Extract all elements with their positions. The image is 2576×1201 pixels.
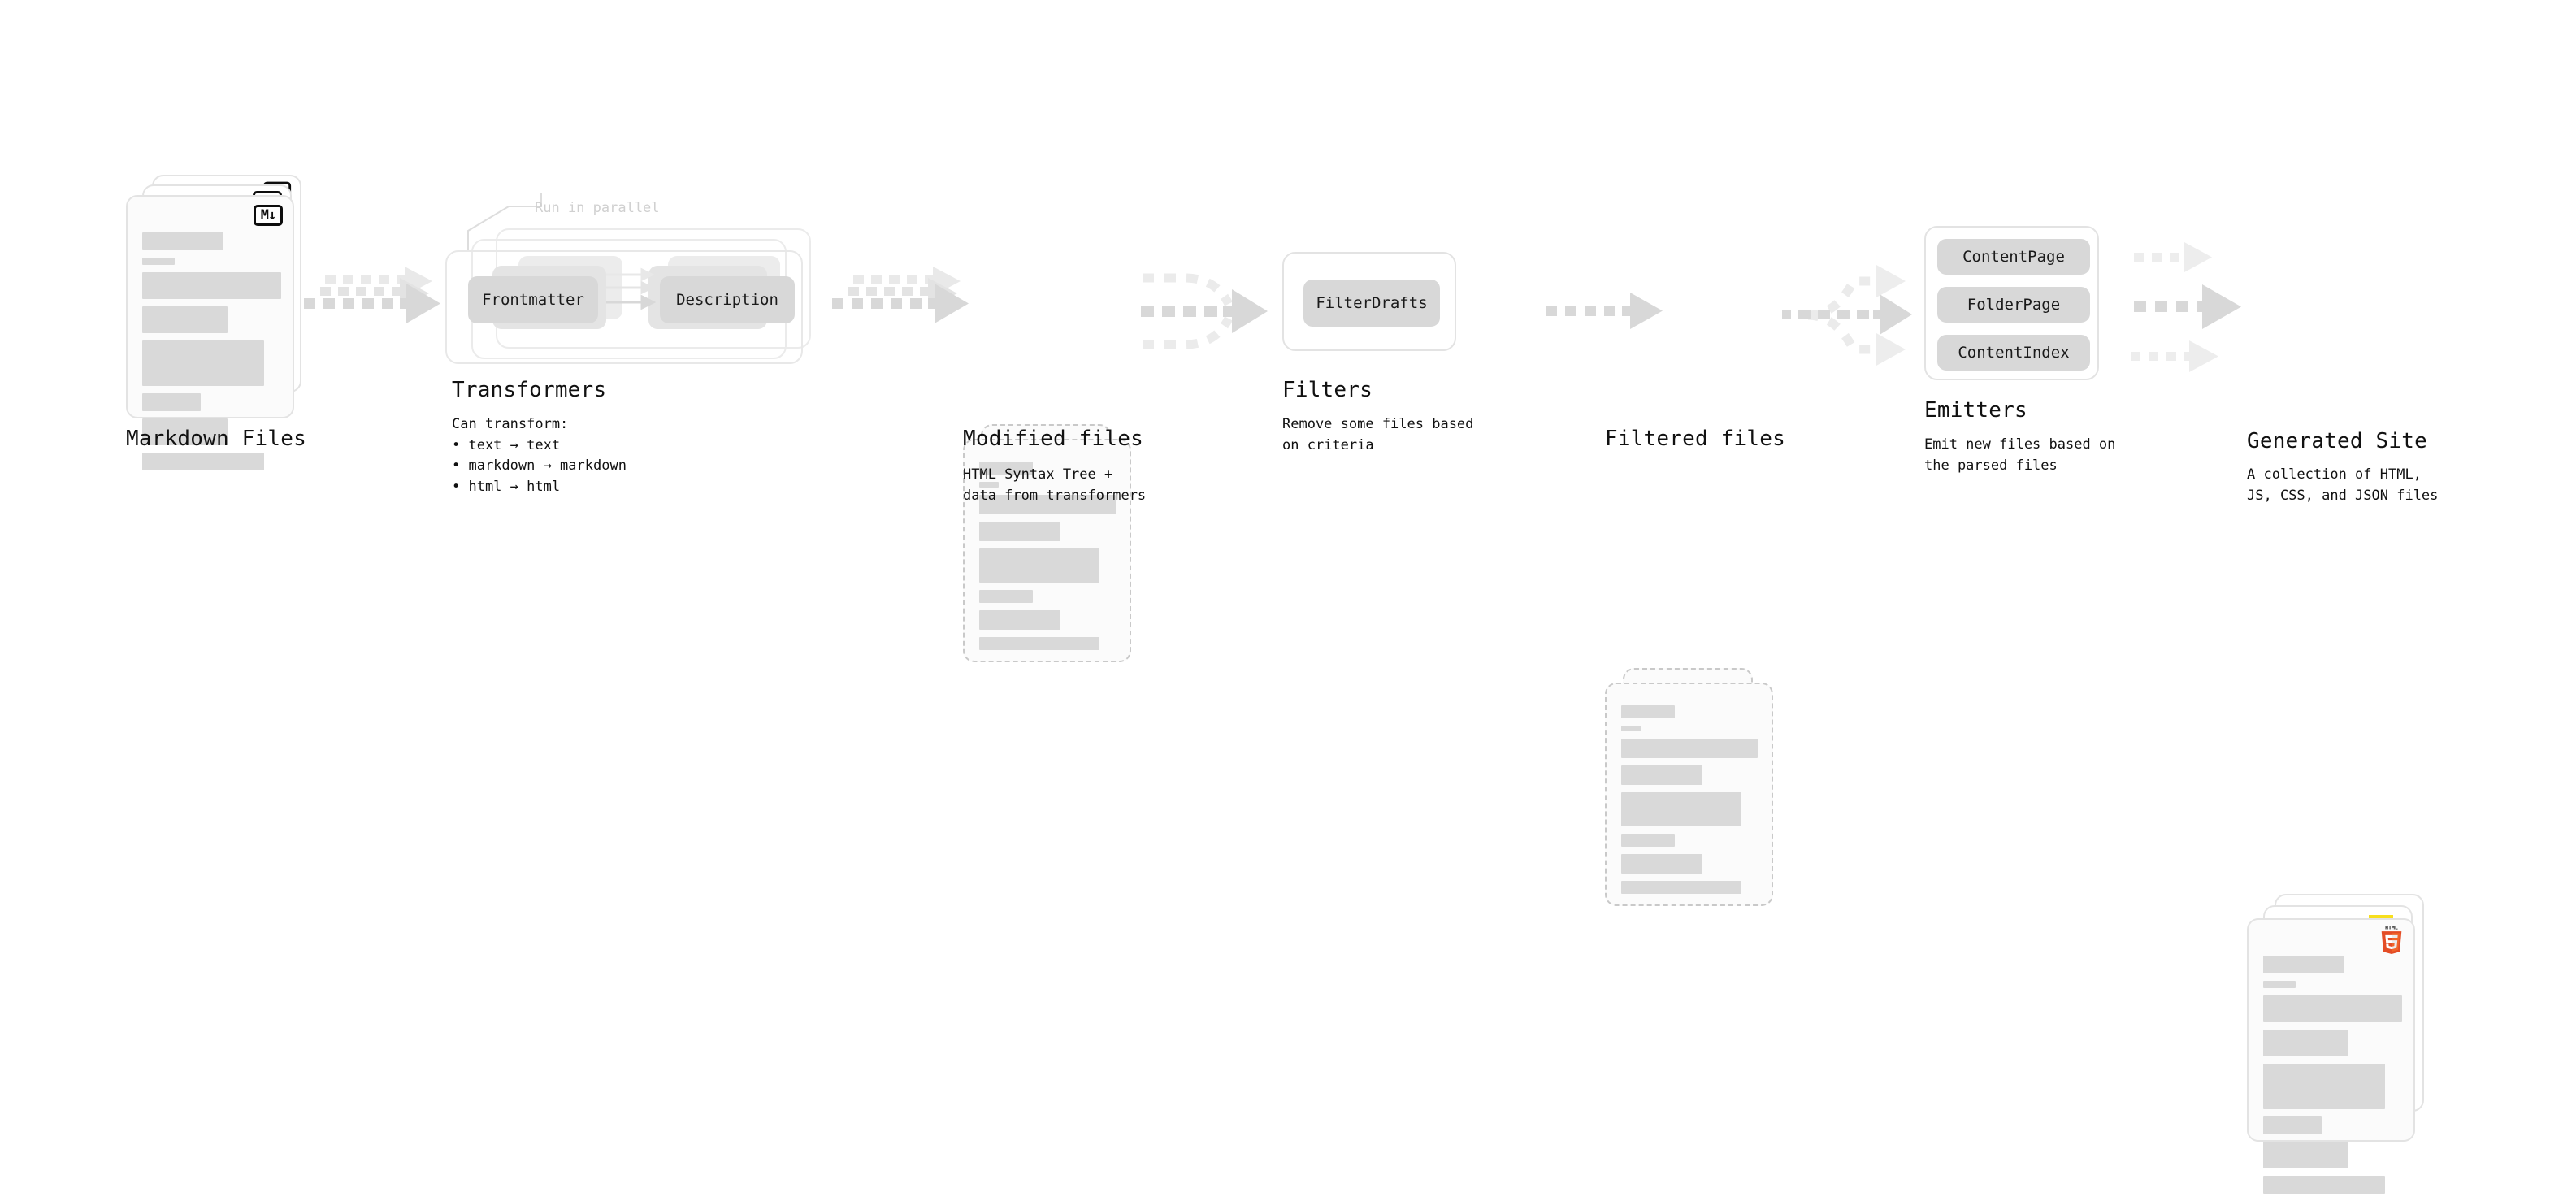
arrow-modified-to-filters xyxy=(1141,273,1268,349)
label-filters: Filters xyxy=(1282,378,1373,402)
arrow-transformers-to-modified xyxy=(832,267,969,323)
arrow-markdown-to-transformers xyxy=(304,267,440,323)
desc-modified-files: HTML Syntax Tree + data from transformer… xyxy=(963,466,1147,504)
modified-file-content-placeholder xyxy=(979,462,1116,657)
chip-frontmatter[interactable]: Frontmatter xyxy=(468,276,598,323)
transformer-layer-front xyxy=(445,250,803,364)
desc-emitters: Emit new files based on the parsed files xyxy=(1924,436,2116,474)
label-markdown-files: Markdown Files xyxy=(126,427,306,451)
stage-markdown-files: M↓ M↓ M↓ xyxy=(126,175,313,470)
filtered-file-card-front xyxy=(1605,683,1773,906)
transformer-inner-arrows xyxy=(606,267,657,310)
file-content-placeholder xyxy=(142,232,281,478)
html5-icon: HTML xyxy=(2381,925,2402,955)
site-file-card-html: HTML xyxy=(2247,918,2415,1194)
stage-filtered-files xyxy=(1605,668,1792,912)
run-in-parallel-label: Run in parallel xyxy=(535,200,660,216)
label-modified-files: Modified files xyxy=(963,427,1143,451)
modified-file-card-front xyxy=(963,439,1131,662)
file-card-front: M↓ xyxy=(126,195,294,470)
chip-folderpage[interactable]: FolderPage xyxy=(1937,287,2090,323)
label-generated-site: Generated Site xyxy=(2247,429,2427,453)
chip-filterdrafts[interactable]: FilterDrafts xyxy=(1303,280,1440,327)
html5-badge: HTML xyxy=(2378,925,2405,958)
label-transformers: Transformers xyxy=(452,378,607,402)
markdown-badge: M↓ xyxy=(254,205,283,226)
chip-contentpage[interactable]: ContentPage xyxy=(1937,239,2090,275)
stage-modified-files xyxy=(963,424,1150,668)
label-filtered-files: Filtered files xyxy=(1605,427,1785,451)
desc-generated-site: A collection of HTML, JS, CSS, and JSON … xyxy=(2247,466,2439,504)
stage-transformers: Run in parallel Frontmatter Description xyxy=(445,189,827,367)
run-in-parallel-bracket xyxy=(467,193,542,252)
chip-contentindex[interactable]: ContentIndex xyxy=(1937,335,2090,371)
stage-generated-site: CSS HTML xyxy=(2247,894,2450,1194)
arrow-filters-to-filtered xyxy=(1546,293,1663,329)
arrow-emitters-to-site xyxy=(2131,242,2241,372)
stage-filters-card: FilterDrafts xyxy=(1282,252,1456,351)
filtered-file-content-placeholder xyxy=(1621,705,1758,901)
diagram-canvas: M↓ M↓ M↓ Markdown Files Run in paralle xyxy=(126,175,2439,1194)
svg-text:HTML: HTML xyxy=(2385,925,2398,931)
chip-description[interactable]: Description xyxy=(660,276,795,323)
stage-emitters-card: ContentPage FolderPage ContentIndex xyxy=(1924,226,2099,380)
desc-transformers: Can transform: • text → text • markdown … xyxy=(452,416,627,495)
label-emitters: Emitters xyxy=(1924,398,2027,423)
desc-filters: Remove some files based on criteria xyxy=(1282,416,1474,453)
arrow-filtered-to-emitters xyxy=(1782,265,1912,366)
site-file-content-placeholder xyxy=(2263,956,2402,1201)
